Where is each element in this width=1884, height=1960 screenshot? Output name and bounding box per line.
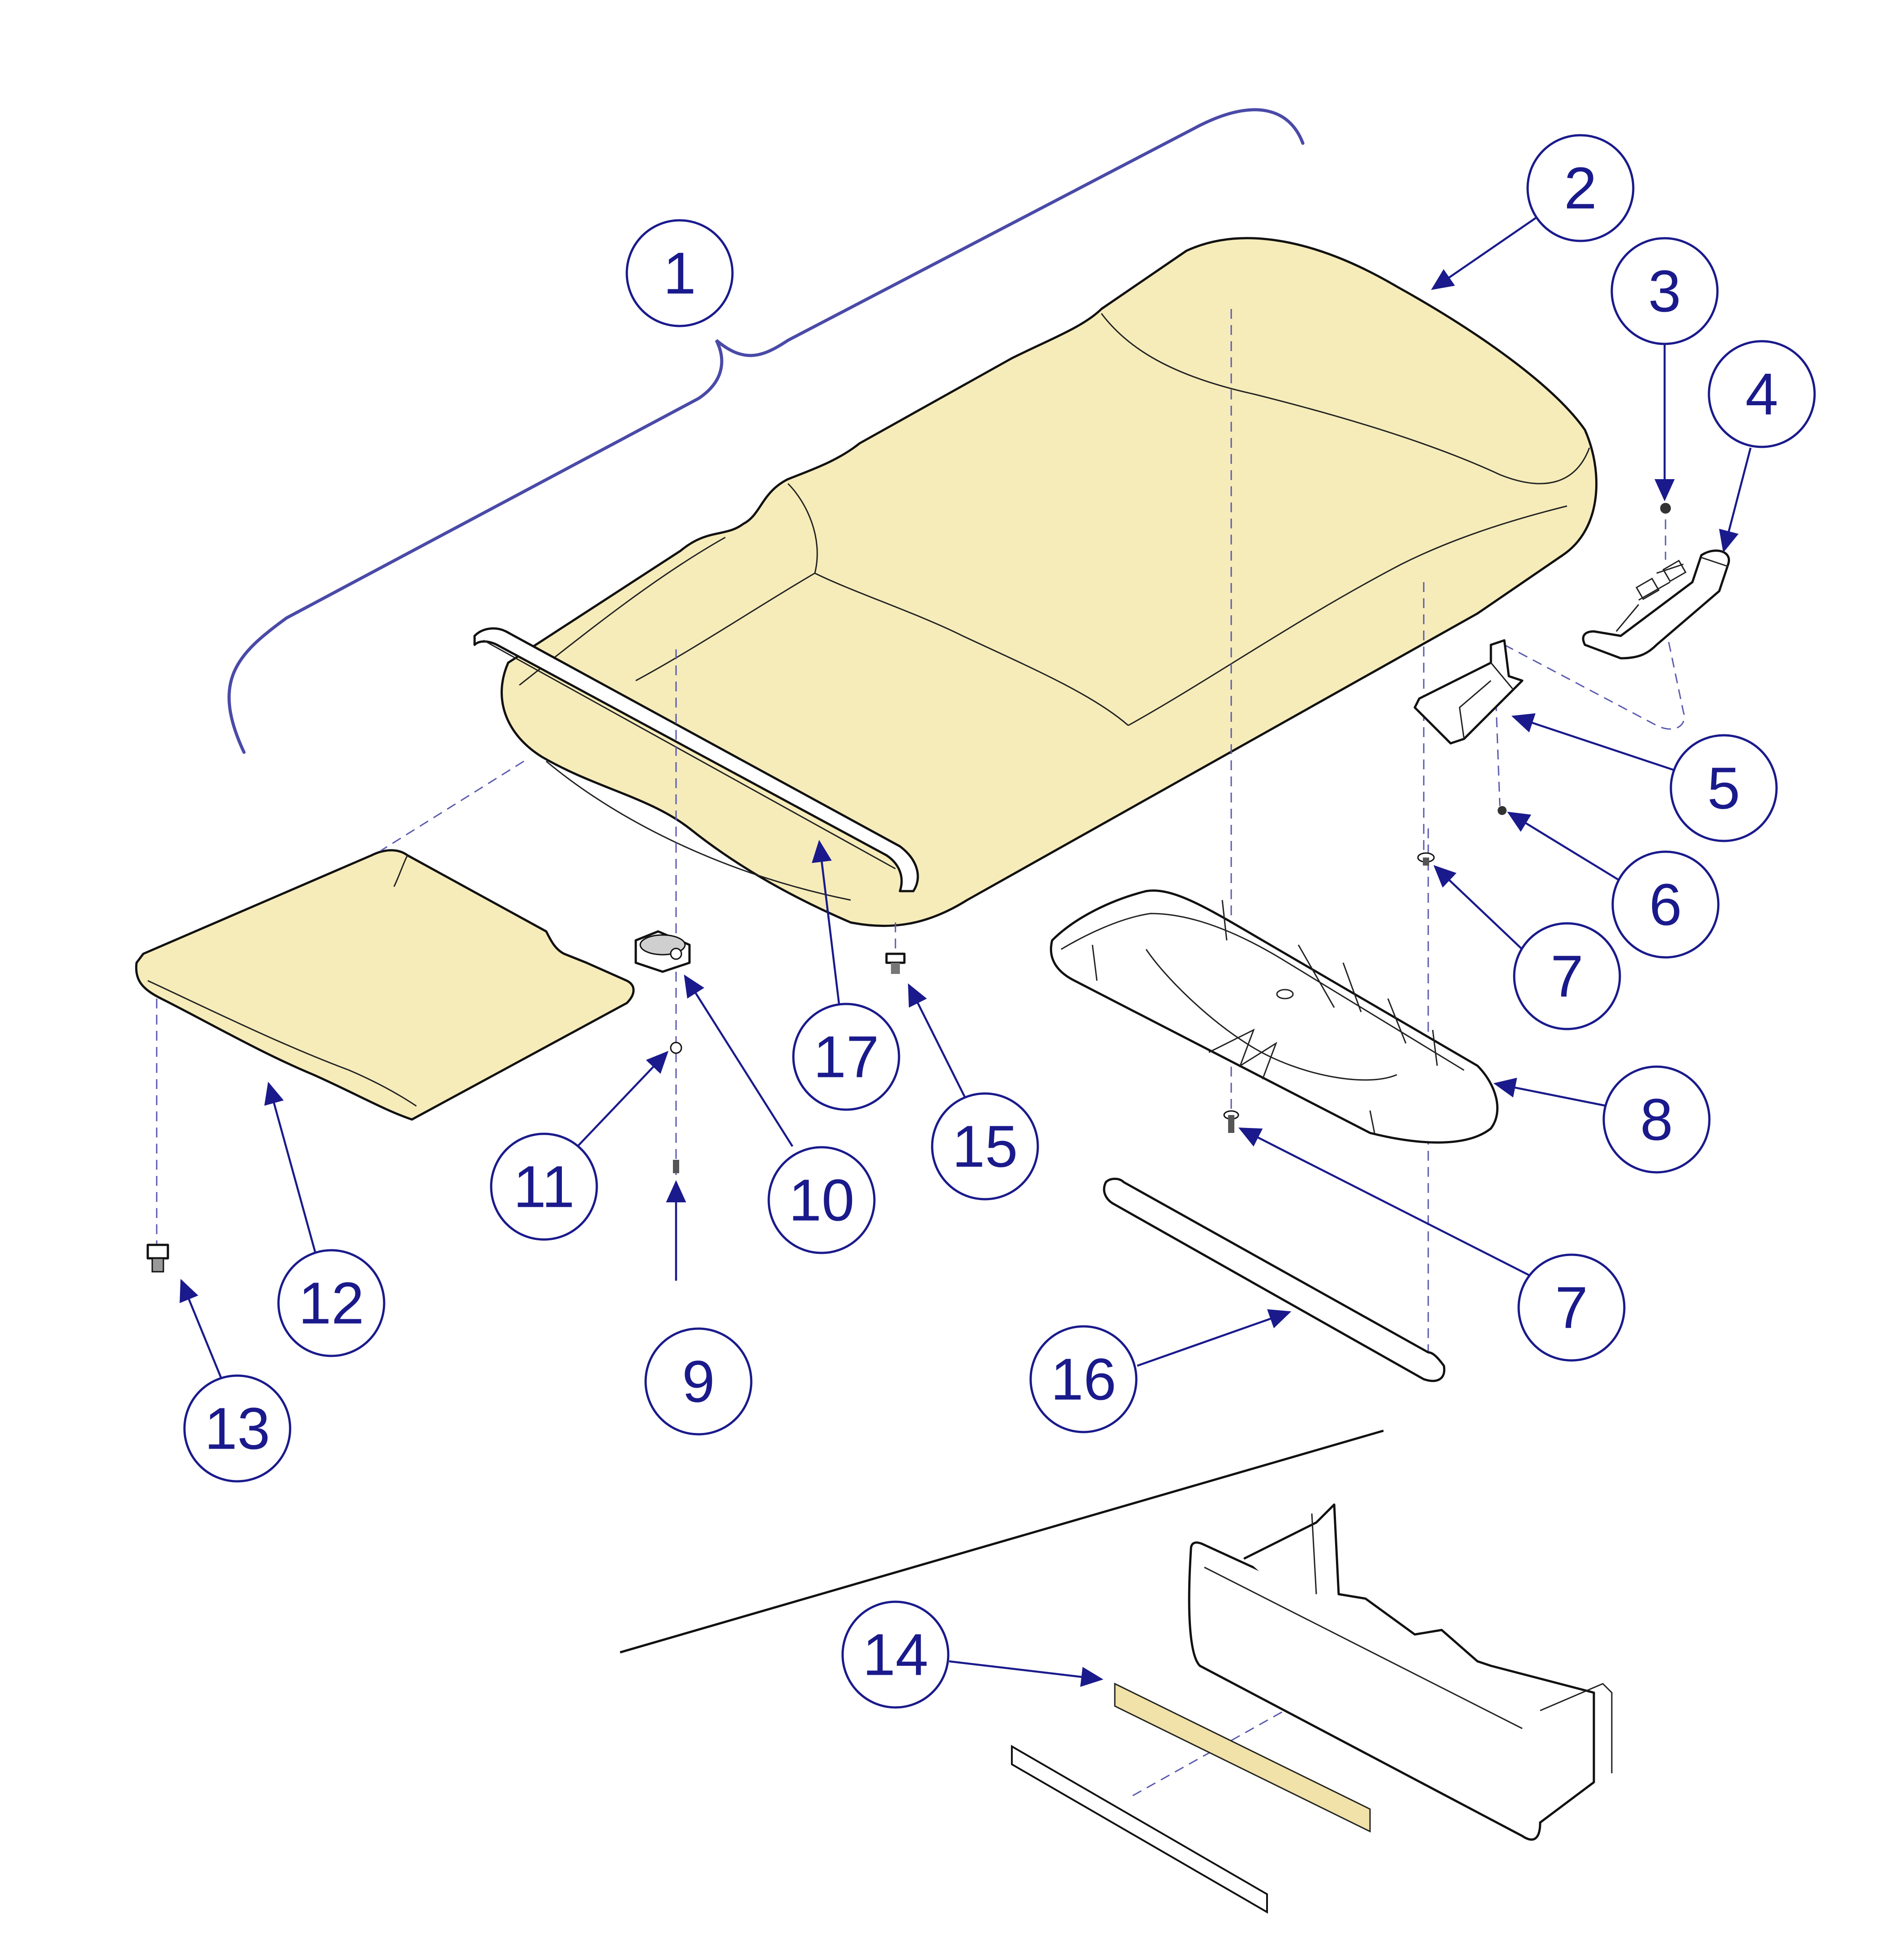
screw-7-lower bbox=[1223, 1110, 1239, 1133]
nut-3 bbox=[1660, 503, 1671, 514]
leg-rest-cushion bbox=[135, 849, 635, 1121]
callout-6: 6 bbox=[1611, 850, 1720, 959]
svg-text:7: 7 bbox=[1555, 1275, 1588, 1341]
trim-strip bbox=[1011, 1745, 1268, 1914]
dash-line bbox=[380, 760, 524, 852]
callout-5: 5 bbox=[1670, 734, 1778, 842]
callout-8: 8 bbox=[1602, 1065, 1711, 1174]
mounting-bracket bbox=[1413, 639, 1524, 745]
svg-text:4: 4 bbox=[1745, 361, 1778, 427]
callout-7-upper: 7 bbox=[1513, 922, 1621, 1030]
support-rod bbox=[1103, 1178, 1446, 1382]
svg-text:6: 6 bbox=[1649, 872, 1682, 938]
svg-text:9: 9 bbox=[682, 1349, 715, 1415]
svg-text:1: 1 bbox=[663, 240, 696, 306]
callout-13: 13 bbox=[183, 1374, 291, 1483]
screw-9 bbox=[673, 1160, 679, 1173]
svg-text:14: 14 bbox=[863, 1622, 929, 1688]
callout-11: 11 bbox=[490, 1132, 598, 1241]
callout-4: 4 bbox=[1708, 340, 1816, 448]
screw-6 bbox=[1498, 806, 1507, 815]
svg-text:7: 7 bbox=[1550, 944, 1583, 1009]
stud-15 bbox=[885, 952, 906, 974]
mounting-hub bbox=[634, 930, 691, 973]
front-edge-trim bbox=[473, 627, 919, 892]
svg-text:5: 5 bbox=[1707, 755, 1740, 821]
svg-text:3: 3 bbox=[1648, 258, 1681, 324]
callout-1: 1 bbox=[625, 219, 734, 327]
screw-7-upper bbox=[1417, 852, 1435, 866]
svg-text:8: 8 bbox=[1640, 1087, 1673, 1153]
callout-3: 3 bbox=[1610, 237, 1719, 345]
svg-text:2: 2 bbox=[1564, 155, 1597, 221]
callout-14: 14 bbox=[841, 1600, 950, 1709]
base-tray bbox=[1049, 889, 1499, 1144]
svg-text:17: 17 bbox=[814, 1024, 879, 1090]
main-seat-cushion bbox=[501, 237, 1598, 927]
callout-16: 16 bbox=[1029, 1325, 1138, 1433]
callout-12: 12 bbox=[277, 1249, 385, 1357]
section-divider bbox=[620, 1429, 1384, 1654]
dash-line bbox=[1504, 626, 1685, 730]
callout-10: 10 bbox=[767, 1146, 876, 1254]
assembly-bracket bbox=[227, 108, 1305, 754]
callout-2: 2 bbox=[1526, 134, 1635, 242]
knob-13 bbox=[146, 1244, 169, 1273]
drawer-front bbox=[1188, 1503, 1613, 1841]
svg-text:10: 10 bbox=[789, 1167, 855, 1233]
handle-cover bbox=[1582, 549, 1730, 660]
svg-text:11: 11 bbox=[513, 1154, 574, 1220]
adhesive-strip bbox=[1114, 1682, 1371, 1833]
washer-11 bbox=[670, 1042, 682, 1054]
leader-lines bbox=[180, 214, 1752, 1687]
svg-text:12: 12 bbox=[299, 1270, 364, 1336]
svg-text:16: 16 bbox=[1051, 1347, 1117, 1412]
svg-text:15: 15 bbox=[952, 1114, 1018, 1179]
callout-9: 9 bbox=[644, 1327, 753, 1436]
svg-text:13: 13 bbox=[205, 1396, 270, 1462]
callout-7-lower: 7 bbox=[1517, 1253, 1626, 1362]
callout-17: 17 bbox=[792, 1003, 900, 1111]
callout-15: 15 bbox=[931, 1092, 1039, 1201]
